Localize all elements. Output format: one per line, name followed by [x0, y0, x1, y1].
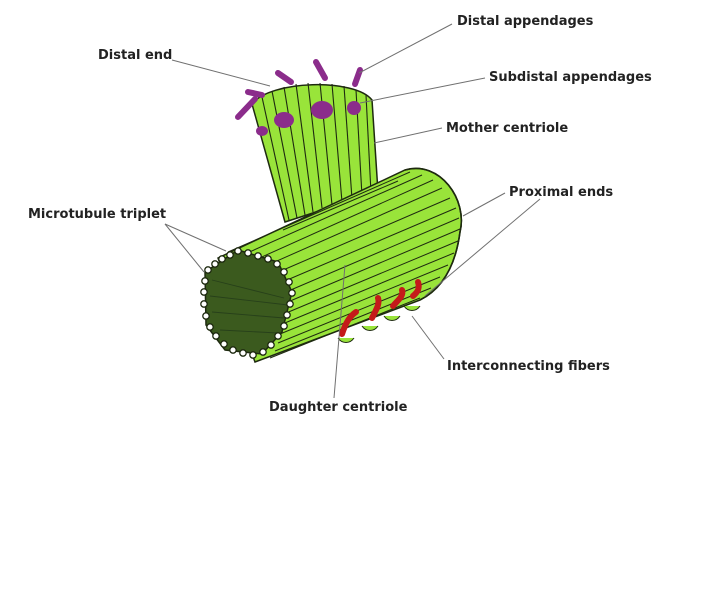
leader-interconnecting-fibers	[411, 315, 445, 360]
label-distal-end: Distal end	[98, 48, 173, 63]
leader-distal-end	[171, 59, 271, 87]
label-interconnecting-fibers: Interconnecting fibers	[447, 359, 610, 374]
subdistal-appendages	[256, 101, 361, 136]
interconnecting-fibers	[337, 279, 422, 343]
microtubule-triplets	[200, 247, 296, 359]
leader-daughter-centriole	[333, 264, 346, 399]
leader-proximal-ends-b	[424, 198, 541, 297]
leader-lines	[164, 23, 541, 399]
label-daughter-centriole: Daughter centriole	[269, 400, 408, 415]
leader-proximal-ends-a	[462, 192, 506, 217]
distal-appendages	[235, 59, 363, 120]
label-microtubule-triplet: Microtubule triplet	[28, 207, 167, 222]
label-distal-appendages: Distal appendages	[457, 14, 594, 29]
leader-microtubule-triplet-a	[164, 223, 205, 273]
label-proximal-ends: Proximal ends	[509, 185, 614, 200]
leader-mother-centriole	[373, 127, 443, 144]
label-mother-centriole: Mother centriole	[446, 121, 569, 136]
leader-distal-appendages	[358, 23, 453, 74]
daughter-centriole	[204, 167, 463, 363]
leader-microtubule-triplet-b	[164, 223, 227, 252]
leader-subdistal-appendages	[359, 77, 486, 104]
label-subdistal-appendages: Subdistal appendages	[489, 70, 652, 85]
